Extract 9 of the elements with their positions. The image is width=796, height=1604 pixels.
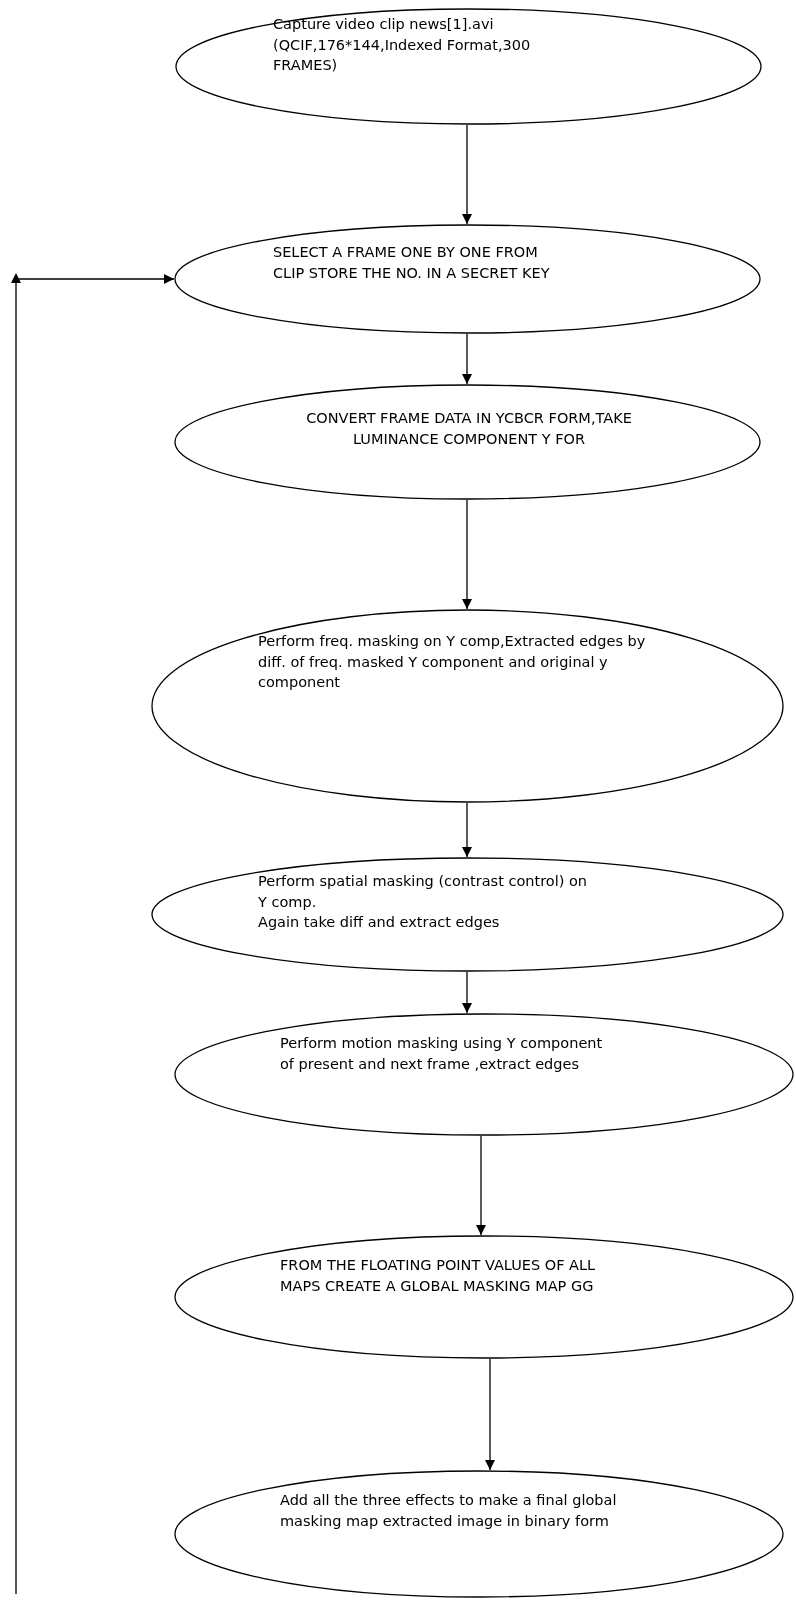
step-text: Capture video clip news[1].avi (QCIF,176*144,Indexed Format,300 FRAMES)	[273, 15, 532, 75]
step-text: Again take diff and extract edges	[258, 913, 501, 932]
step-text: SELECT A FRAME ONE BY ONE FROM CLIP STORE THE NO. IN A SECRET KEY	[273, 243, 551, 283]
step-text: CONVERT FRAME DATA IN YCBCR FORM,TAKE LUMINANCE COMPONENT Y FOR	[305, 409, 633, 449]
step-text: FROM THE FLOATING POINT VALUES OF ALL MAPS CREATE A GLOBAL MASKING MAP GG	[280, 1256, 597, 1296]
step-text: Perform motion masking using Y component of present and next frame ,extract edges	[280, 1034, 604, 1074]
step-text: Add all the three effects to make a final global masking map extracted image in binary form	[280, 1491, 618, 1531]
step-text: Perform spatial masking (contrast control) on Y comp.	[258, 872, 588, 912]
step-text: Perform freq. masking on Y comp,Extracted edges by diff. of freq. masked Y component and original y component	[258, 632, 647, 692]
